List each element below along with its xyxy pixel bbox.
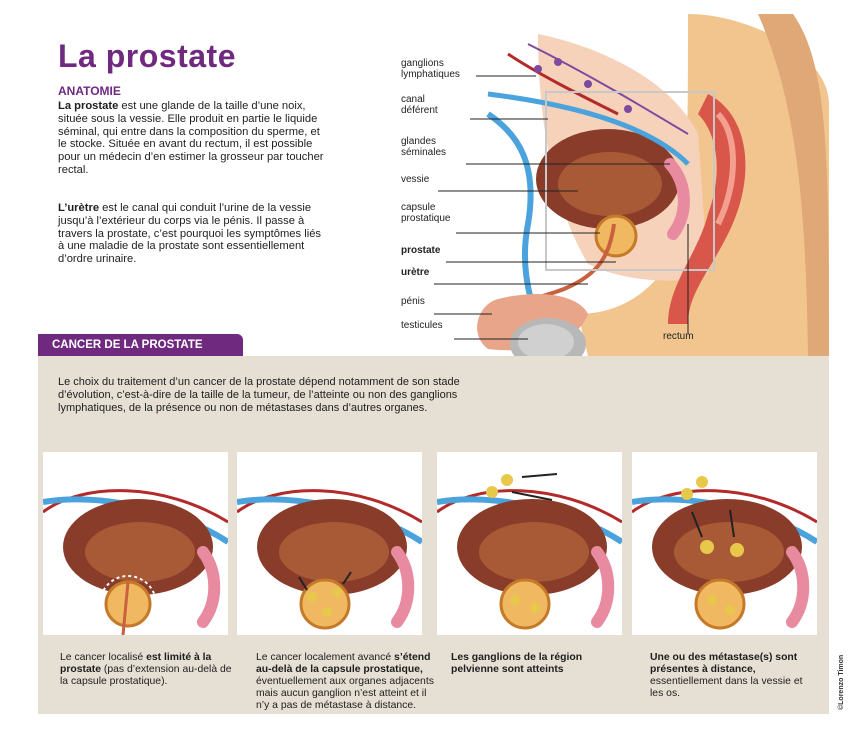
stage-4-caption: Une ou des métastase(s) sont présentes à…: [650, 652, 803, 699]
anatomy-paragraph-uretre: L’urètre est le canal qui conduit l’urin…: [58, 202, 328, 266]
label-vessie: vessie: [401, 174, 430, 185]
stage-3-panel: [437, 452, 622, 635]
uretre-description: est le canal qui conduit l’urine de la v…: [58, 202, 322, 266]
stage-1-illustration: [43, 489, 228, 635]
stage-3-caption: Les ganglions de la région pelvienne son…: [451, 652, 583, 675]
prostate-term: La prostate: [58, 100, 119, 112]
label-penis: pénis: [401, 296, 425, 307]
cancer-intro: Le choix du traitement d’un cancer de la…: [58, 376, 460, 414]
label-glandes-seminales: glandes séminales: [401, 136, 447, 158]
label-prostate: prostate: [401, 245, 441, 256]
stage-3-illustration: [437, 473, 622, 630]
anatomy-heading: ANATOMIE: [58, 84, 121, 98]
stage-2-caption: Le cancer localement avancé s’étend au-d…: [256, 652, 434, 711]
label-capsule-prostatique: capsule prostatique: [401, 202, 451, 224]
prostate-anatomy-illustration: [388, 14, 829, 356]
label-uretre: urètre: [401, 267, 430, 278]
uretre-term: L’urètre: [58, 202, 100, 214]
label-canal-deferent: canal déférent: [401, 94, 438, 116]
illustrator-credit: ©Lorenzo Timon: [838, 654, 845, 710]
label-ganglions: ganglions lymphatiques: [401, 58, 460, 80]
prostate-description: est une glande de la taille d’une noix, …: [58, 100, 324, 176]
stage-1-panel: [43, 452, 228, 635]
cancer-section-banner: CANCER DE LA PROSTATE: [38, 334, 243, 356]
stage-1-caption: Le cancer localisé est limité à la prost…: [60, 652, 232, 687]
stage-4-panel: [632, 452, 817, 635]
label-rectum: rectum: [663, 331, 694, 342]
stage-2-illustration: [237, 489, 422, 630]
stage-2-panel: [237, 452, 422, 635]
stage-4-illustration: [632, 476, 817, 630]
anatomy-paragraph-prostate: La prostate est une glande de la taille …: [58, 100, 328, 177]
label-testicules: testicules: [401, 320, 443, 331]
page-title: La prostate: [58, 38, 236, 74]
